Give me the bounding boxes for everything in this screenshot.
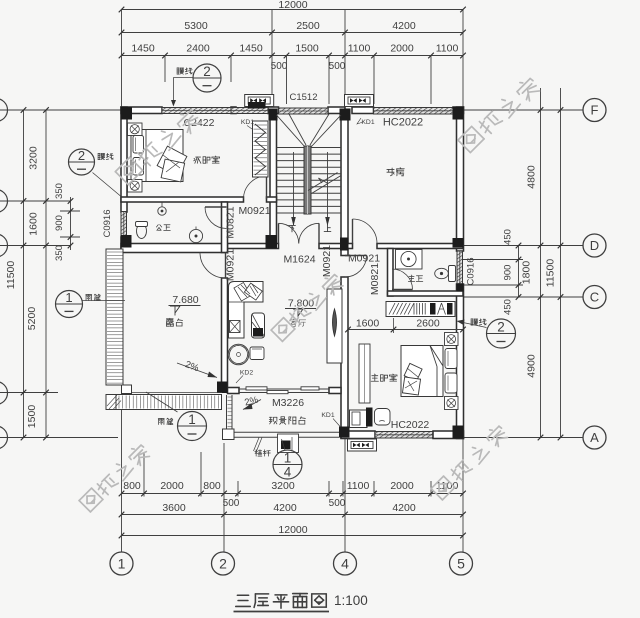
svg-text:350: 350 — [54, 245, 65, 261]
svg-text:C0916: C0916 — [102, 210, 113, 238]
svg-text:4: 4 — [341, 556, 349, 572]
svg-text:500: 500 — [223, 498, 240, 509]
svg-text:2%: 2% — [243, 394, 260, 408]
svg-text:1: 1 — [65, 290, 72, 305]
svg-text:D: D — [590, 238, 599, 253]
svg-text:1100: 1100 — [347, 480, 370, 492]
svg-text:3200: 3200 — [28, 146, 40, 170]
svg-text:12000: 12000 — [278, 524, 307, 536]
svg-text:500: 500 — [329, 61, 346, 72]
svg-text:2%: 2% — [184, 359, 201, 374]
svg-text:KD1: KD1 — [241, 119, 254, 126]
svg-text:F: F — [591, 103, 599, 118]
svg-text:11500: 11500 — [545, 259, 557, 288]
svg-text:M0921: M0921 — [321, 245, 333, 277]
svg-text:1600: 1600 — [356, 318, 380, 330]
svg-text:M1624: M1624 — [283, 254, 315, 266]
svg-text:1: 1 — [188, 412, 196, 427]
svg-text:M0921: M0921 — [238, 205, 270, 217]
svg-text:500: 500 — [329, 498, 346, 509]
svg-text:11500: 11500 — [5, 261, 17, 290]
svg-text:3200: 3200 — [271, 480, 295, 492]
svg-text:KD1: KD1 — [361, 119, 374, 126]
svg-text:C1512: C1512 — [290, 92, 318, 103]
svg-text:M0821: M0821 — [225, 206, 237, 238]
svg-text:4800: 4800 — [526, 165, 538, 189]
svg-text:A: A — [590, 430, 599, 445]
svg-text:800: 800 — [123, 480, 141, 492]
svg-text:2000: 2000 — [390, 480, 414, 492]
svg-text:2: 2 — [203, 64, 211, 79]
svg-text:M0921: M0921 — [348, 253, 380, 265]
svg-text:1: 1 — [118, 556, 126, 572]
svg-text:900: 900 — [503, 265, 514, 281]
svg-text:2400: 2400 — [186, 43, 210, 55]
svg-text:5: 5 — [457, 556, 465, 572]
svg-text:1100: 1100 — [436, 43, 459, 55]
svg-text:1450: 1450 — [239, 43, 263, 55]
svg-text:5200: 5200 — [26, 307, 38, 331]
svg-text:4200: 4200 — [392, 502, 416, 514]
svg-text:C: C — [590, 290, 599, 305]
svg-text:2: 2 — [78, 148, 85, 163]
svg-text:450: 450 — [503, 229, 514, 245]
svg-text:1600: 1600 — [28, 212, 40, 236]
svg-text:KD2: KD2 — [240, 370, 253, 377]
svg-text:450: 450 — [503, 299, 514, 315]
svg-text:M0821: M0821 — [369, 263, 381, 295]
svg-text:4: 4 — [284, 465, 292, 480]
svg-text:M0921: M0921 — [225, 249, 237, 281]
svg-text:2000: 2000 — [390, 43, 414, 55]
svg-text:2500: 2500 — [296, 20, 320, 32]
svg-text:KD1: KD1 — [321, 412, 334, 419]
svg-text:M3226: M3226 — [272, 397, 304, 409]
svg-text:2: 2 — [219, 556, 227, 572]
svg-text:2000: 2000 — [160, 480, 184, 492]
svg-text:HC2022: HC2022 — [391, 419, 430, 431]
svg-text:12000: 12000 — [278, 0, 307, 11]
svg-text:500: 500 — [271, 61, 288, 72]
svg-text:800: 800 — [203, 480, 221, 492]
svg-text:4200: 4200 — [273, 502, 297, 514]
svg-text:1:100: 1:100 — [334, 593, 368, 608]
svg-text:350: 350 — [54, 183, 65, 199]
svg-text:900: 900 — [54, 215, 65, 231]
svg-text:1500: 1500 — [26, 405, 38, 429]
svg-text:1500: 1500 — [295, 43, 319, 55]
svg-text:1450: 1450 — [131, 43, 155, 55]
svg-text:1800: 1800 — [521, 261, 533, 285]
svg-text:1: 1 — [284, 451, 292, 466]
svg-text:7.680: 7.680 — [172, 294, 198, 306]
svg-text:2600: 2600 — [416, 318, 440, 330]
svg-text:4900: 4900 — [526, 354, 538, 378]
svg-text:1100: 1100 — [348, 43, 371, 55]
svg-text:5300: 5300 — [184, 20, 208, 32]
svg-text:4200: 4200 — [392, 20, 416, 32]
svg-text:HC2022: HC2022 — [383, 117, 423, 129]
svg-text:3600: 3600 — [162, 502, 186, 514]
svg-text:C0916: C0916 — [466, 258, 477, 286]
svg-text:2: 2 — [497, 320, 505, 335]
